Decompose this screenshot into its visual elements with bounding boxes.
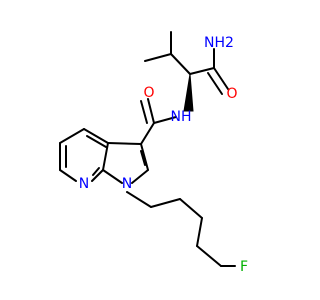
bond-carbonyl-co-inner [140, 100, 148, 124]
molecule-diagram: NH2 O NH O N N F [0, 0, 300, 300]
bond-chain-3 [179, 198, 203, 219]
bond-ring5-n1-c7a [102, 169, 123, 184]
oxygen-label-right: O [226, 86, 237, 102]
bond-chain-2 [150, 198, 181, 208]
bond-carbonyl-to-ring [140, 122, 155, 145]
bond-amide-co-inner [207, 72, 223, 95]
bond-chain-5 [196, 245, 222, 267]
bond-carbonyl-co-outer [147, 98, 155, 124]
bond-ring6-c3a-c4 [83, 128, 109, 144]
bond-chain-4 [196, 217, 203, 247]
bond-ring5-c3a-c3 [107, 142, 142, 145]
pyrrole-nitrogen-label: N [122, 176, 132, 192]
stereo-wedge-bond [183, 73, 194, 112]
bond-ring5-c7a-c3a [102, 142, 109, 171]
bond-isopropyl-left [144, 53, 172, 62]
bond-chain-1 [126, 191, 152, 208]
bond-isopropyl-to-alpha [170, 53, 191, 75]
bond-ring5-c2-n1 [131, 169, 149, 184]
bond-alpha-to-amide-carbon [189, 67, 215, 75]
bond-nh-to-carbonyl-carbon [153, 116, 177, 124]
nh-label: NH [171, 109, 192, 125]
pyridine-nitrogen-label: N [79, 176, 89, 192]
oxygen-label-left: O [143, 85, 154, 101]
bond-ring5-inner [140, 150, 146, 166]
bond-ring6-c6-n7 [59, 169, 77, 182]
canvas-background [0, 0, 300, 300]
bond-ring6-c4-c5 [59, 128, 85, 144]
fluorine-label: F [240, 259, 248, 275]
bond-ring5-c3-c2 [140, 143, 149, 171]
nh2-label: NH2 [204, 35, 234, 51]
bond-ring6-inner-3 [92, 167, 100, 176]
bond-ring6-inner-1 [86, 135, 107, 148]
bond-ring6-n7-c7a [91, 169, 104, 182]
molecule-canvas: NH2 O NH O N N F [0, 0, 300, 300]
bond-amide-co-outer [213, 67, 229, 90]
